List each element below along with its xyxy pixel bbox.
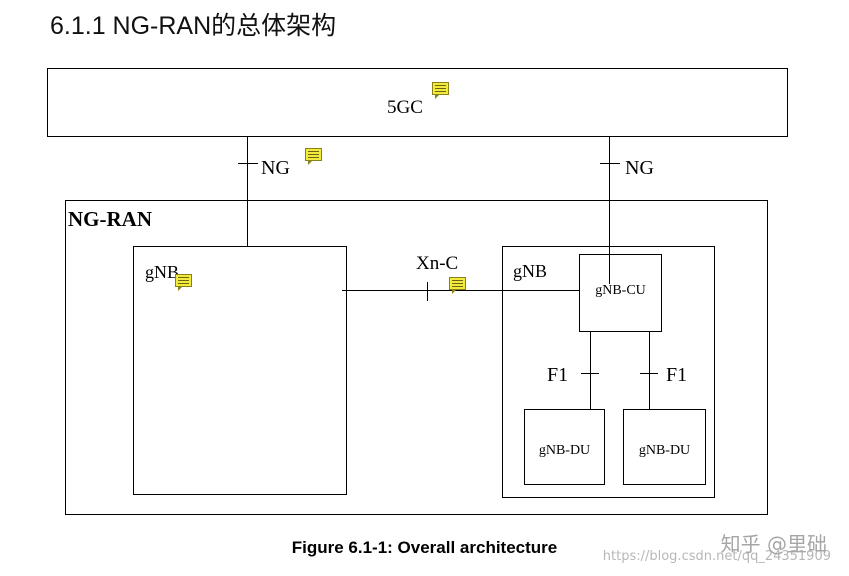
ng-right-link — [609, 137, 610, 284]
f1-left-tick — [581, 373, 599, 374]
gnb-du-right-label: gNB-DU — [638, 443, 691, 458]
ng-left-tick — [238, 163, 258, 164]
gnb-right-label: gNB — [513, 261, 548, 281]
f1-right-label: F1 — [666, 364, 688, 386]
gnb-right-box — [502, 246, 715, 498]
comment-note-icon[interactable] — [175, 274, 192, 291]
gnb-left-label: gNB — [145, 262, 180, 282]
f1-right-tick — [640, 373, 658, 374]
ng-right-tick — [600, 163, 620, 164]
xn-link — [342, 290, 580, 291]
f1-right-link — [649, 332, 650, 410]
f1-left-label: F1 — [547, 364, 569, 386]
gnb-du-left-box — [524, 409, 605, 485]
comment-note-icon[interactable] — [305, 148, 322, 165]
ng-left-label: NG — [261, 157, 290, 179]
gnb-du-left-label: gNB-DU — [538, 443, 591, 458]
gnb-cu-label: gNB-CU — [595, 283, 646, 298]
gnb-du-right-box — [623, 409, 706, 485]
ng-ran-box — [65, 200, 768, 515]
comment-note-icon[interactable] — [449, 277, 466, 294]
ng-right-label: NG — [625, 157, 654, 179]
xn-tick — [427, 282, 428, 301]
5gc-label: 5GC — [387, 97, 423, 118]
gnb-left-box — [133, 246, 347, 495]
figure-caption: Figure 6.1-1: Overall architecture — [291, 538, 558, 557]
watermark-url: https://blog.csdn.net/qq_24351909 — [602, 549, 831, 564]
section-heading: 6.1.1 NG-RAN的总体架构 — [50, 12, 337, 40]
f1-left-link — [590, 332, 591, 410]
ng-ran-title: NG-RAN — [68, 207, 152, 231]
xn-label: Xn-C — [416, 253, 459, 274]
watermark-zhihu: 知乎 @里础 — [720, 532, 827, 556]
5gc-box — [47, 68, 788, 137]
comment-note-icon[interactable] — [432, 82, 449, 99]
ng-left-link — [247, 137, 248, 247]
gnb-cu-box — [579, 254, 662, 332]
